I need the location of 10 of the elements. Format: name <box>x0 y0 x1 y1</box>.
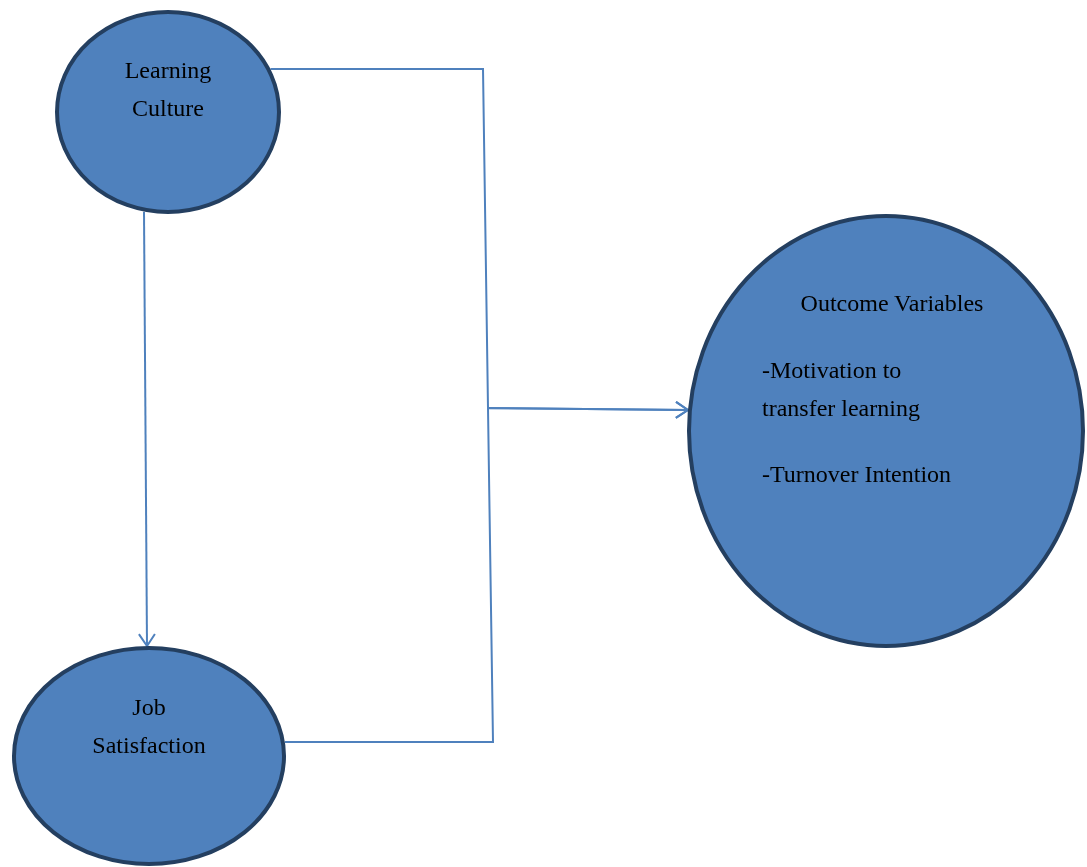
ellipse-node <box>687 214 1085 648</box>
ellipse-node <box>55 10 281 214</box>
arrow <box>283 400 689 743</box>
ellipse-node <box>12 646 286 866</box>
node-label: Learning Culture <box>123 56 213 123</box>
arrow <box>137 210 156 647</box>
node-label: -Turnover Intention <box>762 460 953 489</box>
node-heading: Outcome Variables <box>799 289 985 318</box>
node-label: Job Satisfaction <box>91 693 207 760</box>
node-label: -Motivation to transfer learning <box>762 356 921 423</box>
